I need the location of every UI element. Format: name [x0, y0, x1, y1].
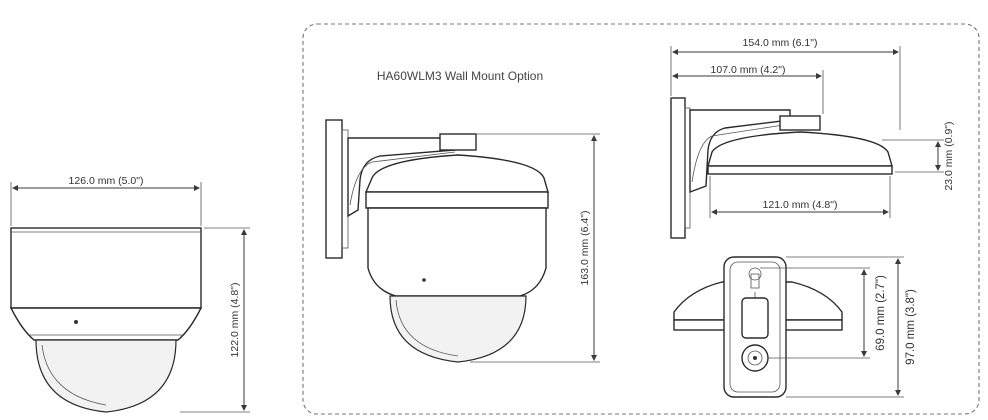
wall-mount-option-frame: [302, 23, 980, 415]
wall-mount-title: HA60WLM3 Wall Mount Option: [377, 69, 543, 83]
front-width-label: 126.0 mm (5.0"): [69, 175, 144, 187]
side-arm-width-label: 107.0 mm (4.2"): [711, 64, 786, 76]
side-dome-height-label: 23.0 mm (0.9"): [943, 121, 955, 190]
plate-outer-height-label: 97.0 mm (3.8"): [905, 289, 917, 365]
wall-mount-camera: [325, 119, 549, 363]
front-height-label: 122.0 mm (4.8"): [229, 283, 241, 358]
plate-inner-height-label: 69.0 mm (2.7"): [875, 275, 887, 351]
side-view-camera: [670, 97, 893, 239]
front-view-camera: [9, 227, 203, 413]
mount-plate-view: [673, 256, 843, 398]
wall-height-label: 163.0 mm (6.4"): [579, 211, 591, 286]
side-dome-width-label: 121.0 mm (4.8"): [763, 199, 838, 211]
side-total-width-label: 154.0 mm (6.1"): [743, 37, 818, 49]
